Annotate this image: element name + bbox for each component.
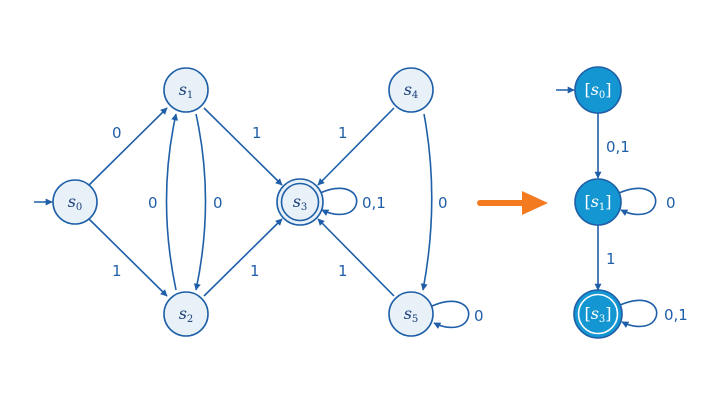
- state-s3-inner-ring: [280, 182, 320, 222]
- class-state-s0[interactable]: [s0]: [574, 66, 622, 114]
- edge-s2-s3: [203, 218, 283, 297]
- edge-s4-s3: [317, 107, 395, 186]
- class-state-s3-inner-ring: [577, 293, 619, 335]
- edge-c1-c1: [618, 187, 657, 216]
- edge-s3-s3: [319, 187, 358, 216]
- state-s4-circle: [388, 67, 434, 113]
- label-s4-s5: 0: [438, 194, 448, 212]
- state-s3-label: s3: [293, 192, 308, 213]
- right-automaton-labels: 0,1 0 1 0,1: [606, 138, 688, 324]
- edge-s1-s2: [193, 113, 207, 291]
- edge-s5-s5: [431, 300, 470, 329]
- class-state-s1-circle: [574, 178, 622, 226]
- right-automaton-states: [s0] [s1] [s3]: [573, 66, 623, 339]
- label-s1-s2: 0: [213, 194, 223, 212]
- state-s0-label: s0: [68, 192, 83, 213]
- minimize-arrow-head: [522, 191, 548, 215]
- state-s2[interactable]: s2: [163, 291, 209, 337]
- right-automaton-edges: [556, 86, 658, 328]
- label-s2-s1: 0: [148, 194, 158, 212]
- state-s5-label: s5: [404, 304, 419, 325]
- left-automaton-states: s0 s1 s2 s3 s4 s5: [52, 67, 434, 337]
- minimize-arrow: [477, 191, 548, 215]
- label-s4-s3: 1: [338, 124, 348, 142]
- state-s0-circle: [52, 179, 98, 225]
- edge-s1-s3: [203, 107, 283, 186]
- edge-s4-s5: [420, 113, 433, 291]
- class-state-s0-label: [s0]: [584, 80, 611, 101]
- label-c0-c1: 0,1: [606, 138, 630, 156]
- state-s1-label: s1: [179, 80, 194, 101]
- class-state-s3-label: [s3]: [584, 304, 611, 325]
- state-s1-circle: [163, 67, 209, 113]
- label-s0-s1: 0: [112, 124, 122, 142]
- edge-s2-s1: [165, 113, 179, 291]
- class-state-s3[interactable]: [s3]: [573, 289, 623, 339]
- state-s5-circle: [388, 291, 434, 337]
- label-s2-s3: 1: [250, 262, 260, 280]
- label-s5-s5: 0: [474, 307, 484, 325]
- edge-s5-s3: [317, 218, 395, 297]
- left-automaton-labels: 0 1 0 0 1 1 0,1 1 0 1 0: [112, 124, 484, 325]
- class-state-s0-circle: [574, 66, 622, 114]
- label-s1-s3: 1: [252, 124, 262, 142]
- state-s3[interactable]: s3: [276, 178, 324, 226]
- edge-s0-s1: [87, 107, 168, 187]
- edge-c3-c3: [619, 299, 658, 328]
- state-s4[interactable]: s4: [388, 67, 434, 113]
- state-s0[interactable]: s0: [52, 179, 98, 225]
- state-s4-label: s4: [404, 80, 419, 101]
- left-automaton-edges: [34, 107, 470, 329]
- label-c1-c1: 0: [666, 194, 676, 212]
- state-s1[interactable]: s1: [163, 67, 209, 113]
- state-s5[interactable]: s5: [388, 291, 434, 337]
- label-s0-s2: 1: [112, 262, 122, 280]
- edge-s0-s2: [87, 217, 168, 297]
- state-s2-label: s2: [179, 304, 194, 325]
- class-state-s1-label: [s1]: [584, 192, 611, 213]
- state-s2-circle: [163, 291, 209, 337]
- class-state-s1[interactable]: [s1]: [574, 178, 622, 226]
- label-c1-c3: 1: [606, 250, 616, 268]
- label-c3-c3: 0,1: [664, 306, 688, 324]
- label-s5-s3: 1: [338, 262, 348, 280]
- label-s3-s3: 0,1: [362, 194, 386, 212]
